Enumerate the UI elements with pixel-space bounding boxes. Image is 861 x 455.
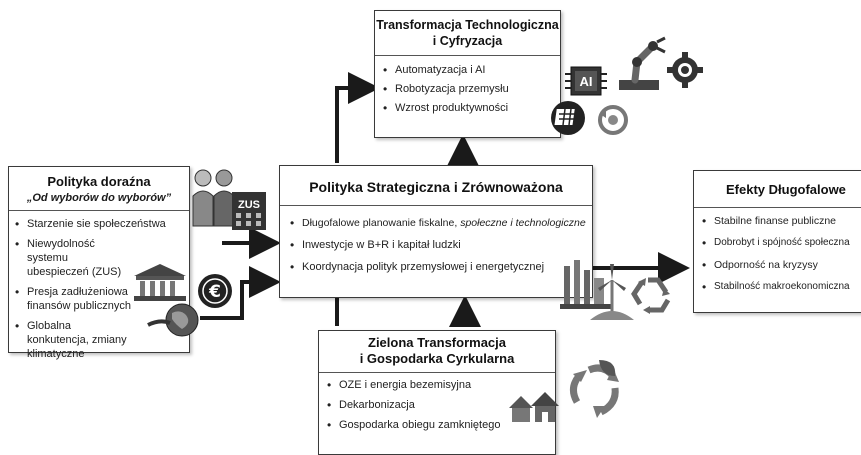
list-item: Dobrobyt i spójność społeczna: [700, 236, 861, 250]
ai-label: AI: [580, 74, 593, 89]
list-item: Koordynacja polityk przemysłowej i energ…: [288, 260, 592, 274]
list-item: Niewydolność systemu ubespieczeń (ZUS): [13, 237, 131, 279]
tech-transformation-box: Transformacja Technologiczna i Cyfryzacj…: [374, 10, 561, 138]
strategic-policy-box: Polityka Strategiczna i Zrównoważona Dłu…: [279, 165, 593, 298]
zus-label: ZUS: [238, 199, 260, 211]
list-item: Długofalowe planowanie fiskalne, społecz…: [288, 216, 592, 230]
effects-title: Efekty Długofalowe: [726, 182, 846, 197]
arrow-to-tech: [335, 72, 380, 163]
list-item: Gospodarka obiegu zamkniętego: [325, 418, 555, 432]
globe-icon: [147, 303, 199, 337]
list-item: Dekarbonizacja: [325, 398, 555, 412]
list-item: Stabilność makroekonomiczna: [700, 280, 861, 294]
strategic-item-1-text: Długofalowe planowanie fiskalne,: [302, 217, 461, 229]
svg-text:€: €: [208, 282, 221, 302]
green-title-line1: Zielona Transformacja: [368, 335, 506, 350]
green-transformation-box: Zielona Transformacja i Gospodarka Cyrku…: [318, 330, 556, 455]
robot-arm-icon: [619, 36, 666, 90]
elderly-couple-icon: [192, 169, 235, 227]
arrow-globe-to-strategic: [200, 266, 281, 320]
ad-hoc-title: Polityka doraźna: [47, 174, 151, 189]
list-item: Starzenie sie społeczeństwa: [13, 217, 166, 231]
long-term-effects-box: Efekty Długofalowe Stabilne finanse publ…: [693, 170, 861, 313]
solar-panel-icon: [551, 101, 585, 135]
list-item: Odporność na kryzysy: [700, 258, 861, 272]
list-item: Wzrost produktywności: [381, 101, 560, 115]
euro-coin-icon: €: [198, 274, 232, 308]
strategic-title: Polityka Strategiczna i Zrównoważona: [309, 179, 563, 195]
strategic-item-1-italic: społeczne i technologiczne: [460, 217, 586, 229]
green-title-line2: i Gospodarka Cyrkularna: [359, 351, 515, 366]
list-item: Robotyzacja przemysłu: [381, 82, 560, 96]
list-item: Globalna konkutencja, zmiany klimatyczne: [13, 319, 131, 361]
gear-icon: [667, 52, 703, 88]
ad-hoc-subtitle: „Od wyborów do wyborów”: [26, 192, 172, 204]
cycle-icon: [598, 105, 628, 135]
list-item: OZE i energia bezemisyjna: [325, 378, 555, 392]
industry-icon: [560, 260, 612, 309]
leaf-recycle-icon: [570, 360, 619, 418]
tech-title-line2: i Cyfryzacja: [432, 34, 503, 48]
list-item: Stabilne finanse publiczne: [700, 214, 861, 228]
wind-turbine-icon: [590, 264, 634, 320]
recycle-icon: [631, 277, 671, 314]
ad-hoc-policy-box: Polityka doraźna „Od wyborów do wyborów”…: [8, 166, 190, 360]
zus-building-icon: ZUS: [232, 192, 266, 230]
list-item: Automatyzacja i AI: [381, 63, 560, 77]
list-item: Presja zadłużeniowa finansów publicznych: [13, 285, 131, 313]
ai-chip-icon: AI: [565, 66, 607, 96]
tech-title-line1: Transformacja Technologiczna: [376, 18, 559, 32]
houses-icon: [509, 392, 559, 422]
bank-icon: [134, 264, 186, 301]
list-item: Inwestycje w B+R i kapitał ludzki: [288, 238, 592, 252]
